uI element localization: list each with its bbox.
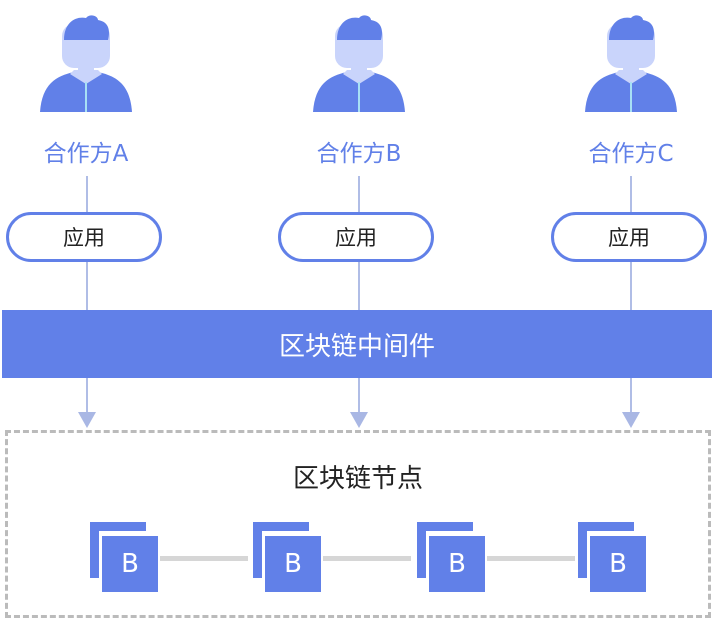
middleware-label: 区块链中间件 [278,331,435,362]
connector-line [630,262,632,310]
connector-line [86,176,88,212]
party-label: 合作方C [588,141,674,167]
party-a: 合作方A [31,14,141,168]
app-box-b: 应用 [278,212,434,262]
app-label: 应用 [63,226,105,250]
person-icon [585,15,677,112]
block-link [487,556,575,561]
block-node: B [578,522,648,592]
block-shadow [253,522,309,578]
party-label: 合作方B [316,141,402,167]
person-icon [40,15,132,112]
arrow-down-icon [350,412,368,428]
middleware-bar: 区块链中间件 [2,310,712,378]
block-label: B [265,536,321,592]
connector-line [630,176,632,212]
block-label: B [102,536,158,592]
connector-line [86,378,88,414]
block-shadow [417,522,473,578]
app-box-c: 应用 [551,212,707,262]
party-label: 合作方A [43,141,129,167]
block-label: B [590,536,646,592]
app-box-a: 应用 [6,212,162,262]
block-link [323,556,411,561]
block-node: B [253,522,323,592]
party-c: 合作方C [576,14,686,168]
connector-line [630,378,632,414]
node-group-title: 区块链节点 [292,464,423,494]
block-label: B [429,536,485,592]
block-link [160,556,248,561]
node-group-box [5,430,711,618]
app-label: 应用 [335,226,377,250]
block-shadow [578,522,634,578]
connector-line [358,262,360,310]
block-shadow [90,522,146,578]
party-b: 合作方B [304,14,414,168]
arrow-down-icon [78,412,96,428]
connector-line [358,378,360,414]
block-node: B [417,522,487,592]
person-icon [313,15,405,112]
block-node: B [90,522,160,592]
connector-line [358,176,360,212]
connector-line [86,262,88,310]
app-label: 应用 [608,226,650,250]
arrow-down-icon [622,412,640,428]
